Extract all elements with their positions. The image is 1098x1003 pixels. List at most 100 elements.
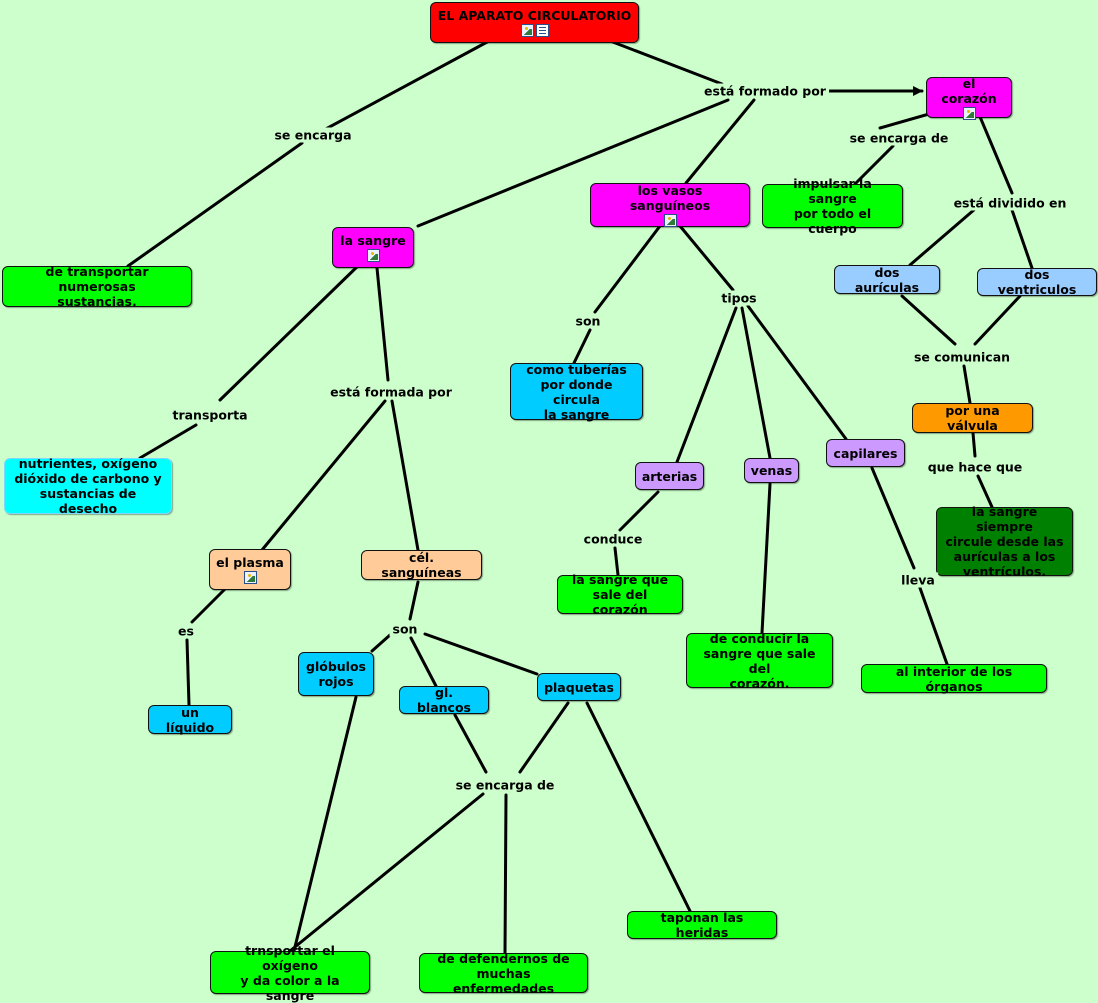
node-gl-blancos[interactable]: gl. blancos bbox=[399, 685, 489, 715]
node-label: de defendernos de muchas enfermedades bbox=[437, 950, 570, 996]
image-icon[interactable] bbox=[962, 106, 976, 120]
link-se-encarga-de-celulas[interactable]: se encarga de bbox=[452, 777, 558, 793]
edge-globrojos-oxigeno bbox=[292, 695, 358, 953]
edge-venas-conducir bbox=[760, 482, 772, 635]
link-se-encarga-de-corazon[interactable]: se encarga de bbox=[846, 130, 952, 146]
edge-encargade-oxigeno bbox=[288, 792, 485, 953]
node-sangre-siempre-circule[interactable]: la sangre siempre circule desde las aurí… bbox=[936, 504, 1073, 579]
edge-sangre-transporta bbox=[218, 260, 364, 402]
node-por-una-valvula[interactable]: por una válvula bbox=[912, 403, 1033, 433]
node-el-corazon[interactable]: el corazón bbox=[926, 75, 1012, 120]
node-plaquetas[interactable]: plaquetas bbox=[537, 673, 621, 701]
edge-tipos-capilares bbox=[746, 304, 848, 441]
image-icon[interactable] bbox=[366, 249, 380, 262]
node-arterias[interactable]: arterias bbox=[635, 462, 704, 490]
node-label: la sangre siempre circule desde las aurí… bbox=[945, 504, 1064, 579]
edge-hace-siempre bbox=[976, 474, 994, 509]
edge-formada-celsang bbox=[390, 399, 420, 552]
node-vasos-sanguineos[interactable]: los vasos sanguíneos bbox=[590, 183, 750, 227]
edge-plaquetas-encargade bbox=[518, 701, 570, 774]
node-impulsar-sangre[interactable]: impulsar la sangre por todo el cuerpo bbox=[762, 176, 903, 236]
edge-formado-vasos bbox=[684, 98, 756, 185]
node-label: dos ventriculos bbox=[997, 267, 1077, 297]
image-icon[interactable] bbox=[243, 571, 257, 584]
edge-formado-sangre bbox=[416, 98, 730, 228]
edge-lleva-interior bbox=[918, 586, 949, 666]
edge-encargade-defender bbox=[503, 793, 508, 955]
node-label: la sangre bbox=[340, 233, 406, 248]
link-esta-dividido-en[interactable]: está dividido en bbox=[950, 195, 1070, 211]
edge-corazon-dividido bbox=[976, 110, 1014, 195]
edge-title-encarga bbox=[320, 32, 504, 133]
edge-arterias-conduce bbox=[618, 490, 660, 532]
edge-son-tuberias bbox=[572, 328, 592, 365]
node-aparato-circulatorio[interactable]: EL APARATO CIRCULATORIO bbox=[430, 2, 639, 43]
edge-glblancos-encargade bbox=[453, 713, 488, 774]
link-esta-formada-por[interactable]: está formada por bbox=[327, 384, 455, 400]
link-se-encarga[interactable]: se encarga bbox=[271, 127, 355, 143]
node-interior-organos[interactable]: al interior de los órganos bbox=[861, 664, 1047, 694]
link-se-comunican[interactable]: se comunican bbox=[910, 349, 1014, 365]
node-transportar-sustancias[interactable]: de transportar numerosas sustancias. bbox=[2, 264, 192, 309]
edge-celsang-son bbox=[408, 580, 420, 621]
edge-encarga-transportar bbox=[126, 141, 304, 268]
node-el-plasma[interactable]: el plasma bbox=[209, 549, 291, 590]
node-label: arterias bbox=[641, 468, 698, 484]
node-venas[interactable]: venas bbox=[744, 458, 799, 483]
edge-son-glblancos bbox=[409, 636, 438, 688]
node-label: el corazón bbox=[941, 75, 997, 106]
node-label: capilares bbox=[833, 445, 898, 461]
node-label: venas bbox=[750, 463, 793, 478]
edge-son-plaquetas bbox=[423, 632, 539, 676]
node-sangre-sale-corazon[interactable]: la sangre que sale del corazón bbox=[557, 572, 683, 617]
edge-capilares-lleva bbox=[870, 466, 916, 570]
node-nutrientes[interactable]: nutrientes, oxígeno dióxido de carbono y… bbox=[4, 456, 172, 516]
node-label: la sangre que sale del corazón bbox=[571, 572, 669, 617]
link-lleva[interactable]: lleva bbox=[898, 572, 938, 588]
node-label: dos aurículas bbox=[854, 264, 920, 295]
edge-comunican-valvula bbox=[962, 364, 972, 405]
node-label: de transportar numerosas sustancias. bbox=[45, 264, 149, 309]
document-icon[interactable] bbox=[535, 24, 549, 37]
node-dos-auriculas[interactable]: dos aurículas bbox=[834, 264, 940, 295]
node-capilares[interactable]: capilares bbox=[826, 439, 905, 467]
node-taponan-heridas[interactable]: taponan las heridas bbox=[627, 910, 777, 940]
node-label: el plasma bbox=[216, 555, 284, 570]
node-dos-ventriculos[interactable]: dos ventriculos bbox=[977, 267, 1097, 297]
node-label: trnsportar el oxígeno y da color a la sa… bbox=[240, 942, 340, 1003]
edge-tipos-venas bbox=[740, 306, 772, 460]
node-cel-sanguineas[interactable]: cél. sanguíneas bbox=[361, 550, 482, 580]
node-la-sangre[interactable]: la sangre bbox=[332, 227, 414, 268]
node-defendernos[interactable]: de defendernos de muchas enfermedades bbox=[419, 950, 588, 996]
link-son-celulas[interactable]: son bbox=[389, 621, 421, 637]
link-transporta[interactable]: transporta bbox=[169, 407, 251, 423]
edge-vasos-son bbox=[593, 224, 662, 314]
edge-dividido-ventriculos bbox=[1010, 208, 1034, 270]
node-label: gl. blancos bbox=[416, 685, 471, 715]
edge-dividido-auriculas bbox=[908, 207, 977, 267]
edge-es-liquido bbox=[185, 638, 191, 707]
node-como-tuberias[interactable]: como tuberías por donde circula la sangr… bbox=[510, 362, 643, 422]
link-que-hace-que[interactable]: que hace que bbox=[924, 459, 1026, 475]
node-label: plaquetas bbox=[544, 679, 614, 695]
node-un-liquido[interactable]: un líquido bbox=[148, 704, 232, 735]
link-son-vasos[interactable]: son bbox=[572, 313, 604, 329]
node-label: de conducir la sangre que sale del coraz… bbox=[703, 630, 816, 691]
image-icon[interactable] bbox=[520, 24, 534, 37]
image-icon[interactable] bbox=[663, 214, 677, 227]
edge-auriculas-comunican bbox=[900, 294, 957, 346]
link-esta-formado-por[interactable]: está formado por bbox=[701, 83, 829, 99]
edge-sangre-formada bbox=[375, 266, 390, 382]
link-conduce[interactable]: conduce bbox=[580, 531, 646, 547]
edge-valvula-hace bbox=[971, 431, 977, 458]
node-label: impulsar la sangre por todo el cuerpo bbox=[793, 176, 872, 236]
node-label: cél. sanguíneas bbox=[381, 550, 462, 580]
node-label: EL APARATO CIRCULATORIO bbox=[437, 8, 632, 23]
node-conducir-sangre[interactable]: de conducir la sangre que sale del coraz… bbox=[686, 630, 833, 691]
node-globulos-rojos[interactable]: glóbulos rojos bbox=[298, 652, 374, 696]
node-transportar-oxigeno[interactable]: trnsportar el oxígeno y da color a la sa… bbox=[210, 943, 370, 1003]
link-tipos[interactable]: tipos bbox=[718, 290, 760, 306]
node-label: un líquido bbox=[165, 704, 215, 735]
link-es[interactable]: es bbox=[175, 623, 197, 639]
